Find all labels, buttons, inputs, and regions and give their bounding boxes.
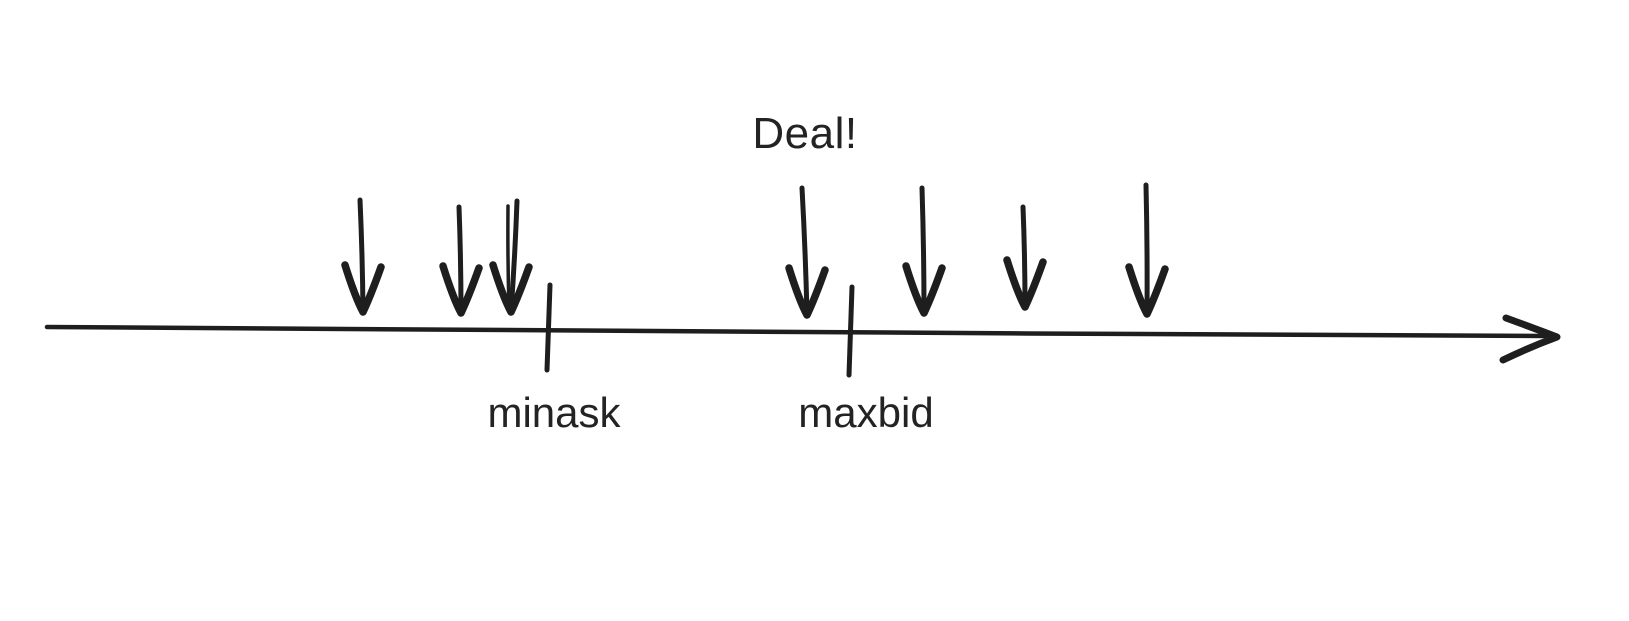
arrow-shaft xyxy=(919,185,927,316)
down-arrow-right xyxy=(902,185,946,317)
arrow-head xyxy=(785,264,829,319)
arrow-head xyxy=(341,261,385,316)
arrow-shaft-double xyxy=(506,204,511,310)
tick-minask xyxy=(544,282,553,373)
arrow-head xyxy=(902,262,946,317)
number-line xyxy=(44,324,1548,339)
number-line-arrowhead-icon xyxy=(1499,314,1561,364)
tick-maxbid xyxy=(846,284,855,378)
down-arrow-right xyxy=(1125,182,1169,318)
arrow-shaft xyxy=(1020,204,1028,310)
down-arrow-left xyxy=(439,204,483,317)
arrow-head xyxy=(1125,263,1169,318)
arrow-head xyxy=(1003,256,1047,311)
maxbid-label: maxbid xyxy=(798,389,934,436)
arrow-head xyxy=(439,262,483,317)
minask-label: minask xyxy=(487,389,621,436)
down-arrow-left xyxy=(341,197,385,316)
arrow-shaft xyxy=(357,197,366,315)
deal-annotation: Deal! xyxy=(752,109,858,158)
arrow-shaft xyxy=(799,185,810,318)
arrow-head xyxy=(489,261,533,316)
arrow-shaft xyxy=(456,204,464,316)
down-arrow-deal xyxy=(785,185,829,319)
down-arrow-left xyxy=(489,198,533,316)
arrow-shaft xyxy=(508,198,520,315)
down-arrow-right xyxy=(1003,204,1047,311)
arrow-shaft xyxy=(1143,182,1150,317)
